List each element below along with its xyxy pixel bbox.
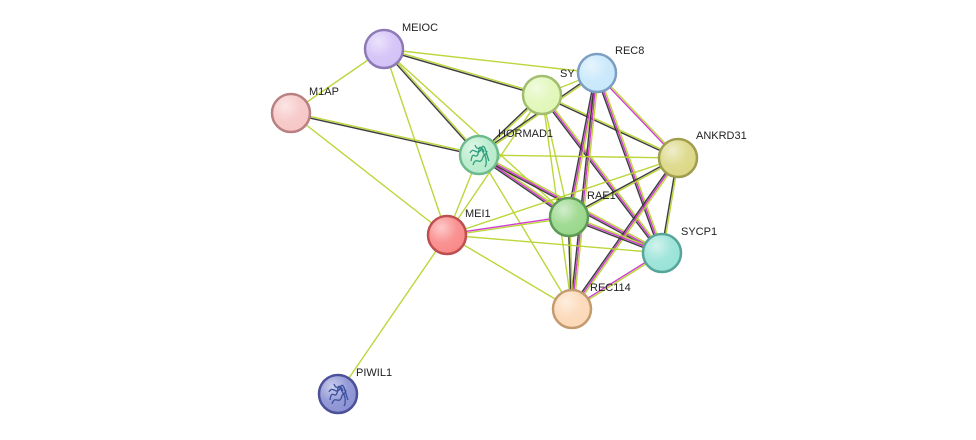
node-rec8[interactable]: REC8 [576, 45, 644, 94]
edge-rec8-sycp1 [594, 73, 662, 254]
edge-hormad1-ankrd31 [478, 154, 679, 159]
node-highlight [644, 235, 680, 271]
edge-ankrd31-rec114 [572, 158, 680, 311]
node-highlight [551, 199, 587, 235]
node-label-rec114: REC114 [590, 282, 631, 294]
node-highlight [554, 291, 590, 327]
node-rae1[interactable]: RAE1 [548, 190, 616, 238]
protein-structure-icon [328, 383, 349, 407]
node-highlight [320, 376, 356, 412]
edge-meioc-syce [383, 49, 542, 97]
edge-rec8-rec114 [572, 73, 600, 310]
node-label-piwil1: PIWIL1 [356, 367, 392, 379]
node-mei1[interactable]: MEI1 [426, 208, 491, 256]
node-highlight [366, 31, 402, 67]
edge-syce-ankrd31 [541, 95, 678, 160]
structure-strand [472, 154, 487, 168]
structure-strand [470, 146, 488, 162]
edge-mei1-sycp1 [446, 234, 663, 254]
node-rec114[interactable]: REC114 [551, 282, 631, 330]
node-hormad1[interactable]: HORMAD1 [458, 128, 553, 176]
node-piwil1[interactable]: PIWIL1 [317, 367, 392, 415]
structure-strand [469, 145, 490, 162]
edge-ankrd31-rae1 [569, 158, 679, 219]
edge-ankrd31-rec114 [570, 156, 678, 309]
edges-layer [290, 47, 680, 395]
structure-strand [333, 383, 344, 392]
edge-m1ap-hormad1 [291, 111, 480, 155]
node-highlight [461, 137, 497, 173]
edge-syce-sycp1 [540, 95, 662, 255]
node-highlight [579, 55, 615, 91]
edge-rae1-mei1 [446, 215, 569, 235]
node-label-mei1: MEI1 [465, 208, 491, 220]
edge-mei1-piwil1 [337, 234, 448, 395]
edge-rae1-mei1 [447, 217, 570, 237]
node-label-meioc: MEIOC [402, 22, 438, 34]
structure-strand [328, 384, 349, 401]
protein-structure-icon [469, 144, 490, 168]
structure-strand [474, 144, 485, 153]
node-syce[interactable]: SY [521, 68, 575, 116]
structure-strand [331, 393, 346, 407]
edge-rec8-rec114 [569, 72, 597, 309]
edge-rec8-rec114 [571, 72, 598, 310]
node-label-syce: SY [560, 68, 575, 80]
edge-ankrd31-rae1 [568, 156, 678, 217]
node-sycp1[interactable]: SYCP1 [641, 226, 717, 274]
edge-m1ap-mei1 [290, 112, 448, 236]
edge-rec8-sycp1 [597, 72, 665, 253]
edge-meioc-hormad1 [382, 49, 479, 157]
node-label-sycp1: SYCP1 [681, 226, 717, 238]
node-highlight [273, 95, 309, 131]
node-label-hormad1: HORMAD1 [498, 128, 553, 140]
node-highlight [429, 217, 465, 253]
node-label-ankrd31: ANKRD31 [696, 130, 747, 142]
edge-syce-sycp1 [541, 94, 663, 254]
structure-strand [329, 385, 347, 401]
node-meioc[interactable]: MEIOC [363, 22, 438, 70]
node-m1ap[interactable]: M1AP [270, 86, 339, 134]
edge-mei1-rec114 [446, 234, 573, 310]
edge-syce-sycp1 [542, 93, 664, 253]
node-label-rec8: REC8 [615, 45, 644, 57]
edge-meioc-rec8 [383, 48, 598, 74]
edge-meioc-syce [384, 47, 543, 95]
node-label-rae1: RAE1 [587, 190, 616, 202]
edge-ankrd31-rec114 [571, 157, 679, 310]
node-label-m1ap: M1AP [309, 86, 339, 98]
edge-ankrd31-mei1 [446, 157, 679, 236]
node-highlight [660, 140, 696, 176]
node-highlight [524, 77, 560, 113]
edge-meioc-hormad1 [384, 47, 481, 155]
edge-m1ap-hormad1 [290, 113, 479, 157]
node-ankrd31[interactable]: ANKRD31 [657, 130, 747, 179]
edge-hormad1-rec114 [478, 154, 573, 310]
edge-syce-ankrd31 [542, 93, 679, 158]
edge-rec8-sycp1 [596, 72, 663, 254]
